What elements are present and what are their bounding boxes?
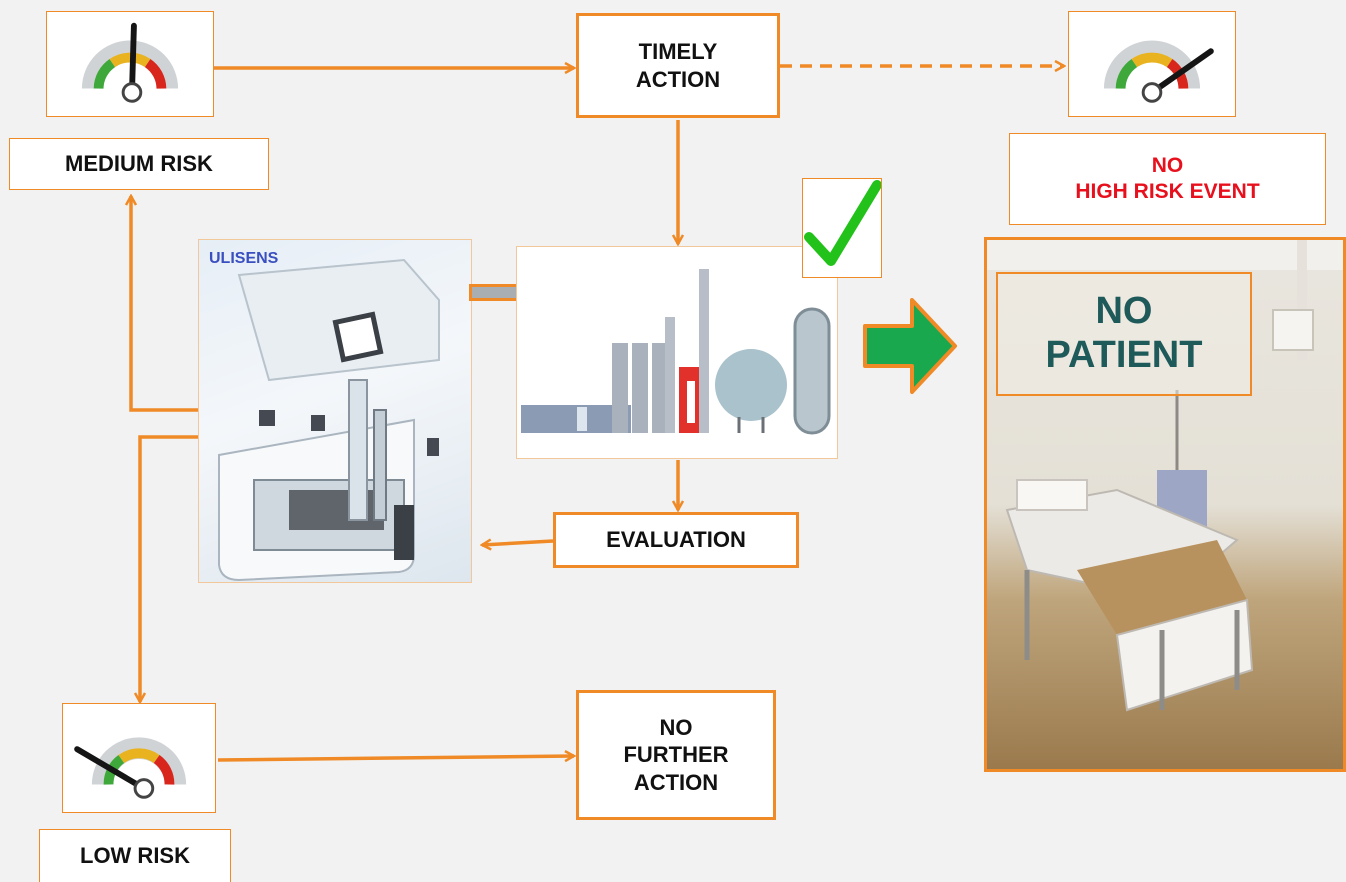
low-risk-label: LOW RISK bbox=[39, 829, 231, 882]
no-patient-label: NO PATIENT bbox=[996, 272, 1252, 396]
sensor-device-image: ULISENS bbox=[198, 239, 472, 583]
evaluation-box: EVALUATION bbox=[553, 512, 799, 568]
no-further-action-box: NO FURTHER ACTION bbox=[576, 690, 776, 820]
connector-device-to-medium bbox=[131, 196, 198, 412]
device-link-tab bbox=[469, 284, 519, 301]
right-arrow-icon bbox=[863, 298, 957, 394]
low-risk-gauge bbox=[62, 703, 216, 813]
connector-device-to-low bbox=[140, 435, 198, 702]
device-name-label: ULISENS bbox=[209, 250, 279, 267]
medium-risk-gauge bbox=[46, 11, 214, 117]
hospital-room-image: NO PATIENT bbox=[984, 237, 1346, 772]
no-high-risk-event-label: NO HIGH RISK EVENT bbox=[1009, 133, 1326, 225]
room-illustration bbox=[987, 240, 1343, 712]
connector-low-to-no-action bbox=[217, 756, 574, 760]
check-icon bbox=[802, 178, 882, 278]
device-illustration bbox=[218, 258, 440, 582]
industrial-plant-icon bbox=[516, 246, 838, 459]
plant-illustration bbox=[521, 269, 831, 435]
connector-evaluation-to-device bbox=[482, 541, 554, 545]
high-risk-gauge bbox=[1068, 11, 1236, 117]
medium-risk-label: MEDIUM RISK bbox=[9, 138, 269, 190]
timely-action-box: TIMELY ACTION bbox=[576, 13, 780, 118]
